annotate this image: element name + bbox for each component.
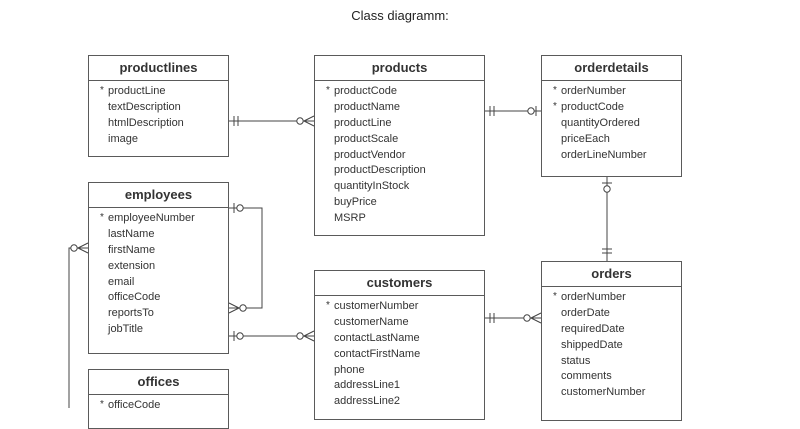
field-list: orderNumberproductCodequantityOrdered pri…: [542, 81, 681, 163]
crowfoot-mark: [303, 120, 315, 127]
primary-key-field: productLine: [89, 83, 228, 100]
entity-title: offices: [89, 370, 228, 395]
primary-key-field: productCode: [315, 83, 484, 100]
entity-field: firstName: [108, 243, 156, 256]
entity-field: quantityOrdered: [561, 116, 640, 129]
relationship-products-orderdetails: [485, 106, 541, 116]
entity-field: htmlDescription: [108, 116, 184, 129]
relationship-employees-customers: [229, 330, 315, 342]
primary-key-field: employeeNumber: [89, 210, 228, 227]
entity-field: reportsTo: [108, 307, 154, 320]
entity-field: quantityInStock: [334, 180, 410, 193]
entity-title: customers: [315, 271, 484, 296]
entity-field: comments: [561, 370, 612, 383]
entity-field: requiredDate: [561, 322, 625, 335]
relationship-employees-self: [228, 203, 263, 314]
entity-field: priceEach: [561, 132, 610, 145]
diagram-caption: Class diagramm:: [351, 8, 449, 23]
entity-field: productName: [334, 100, 401, 113]
entity-field: addressLine2: [334, 395, 401, 408]
entity-field: MSRP: [334, 212, 366, 225]
entity-field: productDescription: [334, 164, 426, 177]
entity-field: jobTitle: [108, 323, 144, 336]
relationship-productlines-products: [229, 115, 315, 127]
entity-title: products: [315, 56, 484, 81]
entity-title: orders: [542, 262, 681, 287]
primary-key-field: customerNumber: [315, 298, 484, 315]
entity-field: productScale: [334, 132, 399, 145]
field-list: officeCode: [89, 395, 228, 414]
entity-orderdetails: orderdetails orderNumberproductCodequant…: [541, 55, 682, 177]
entity-field: textDescription: [108, 100, 181, 113]
relationship-orderdetails-orders: [602, 176, 612, 261]
crowfoot-mark: [303, 115, 315, 122]
entity-title: orderdetails: [542, 56, 681, 81]
primary-key-field: orderNumber: [542, 289, 681, 306]
entity-field: productVendor: [334, 148, 406, 161]
entity-field: contactFirstName: [334, 347, 421, 360]
entity-title: employees: [89, 183, 228, 208]
entity-field: image: [108, 132, 138, 145]
entity-field: email: [108, 275, 135, 288]
relationship-customers-orders: [485, 312, 542, 324]
primary-key-field: orderNumber: [542, 83, 681, 100]
entity-field: phone: [334, 363, 365, 376]
entity-field: contactLastName: [334, 331, 420, 344]
entity-title: productlines: [89, 56, 228, 81]
entity-field: shippedDate: [561, 338, 623, 351]
entity-offices: offices officeCode: [88, 369, 229, 429]
entity-field: addressLine1: [334, 379, 401, 392]
entity-field: customerName: [334, 315, 409, 328]
primary-key-field: productCode: [542, 99, 681, 116]
entity-field: lastName: [108, 227, 155, 240]
entity-field: orderLineNumber: [561, 148, 647, 161]
entity-field: status: [561, 354, 591, 367]
relationship-lines: [68, 106, 612, 408]
entity-field: officeCode: [108, 291, 161, 304]
entity-field: productLine: [334, 116, 392, 129]
entity-field: customerNumber: [561, 386, 646, 399]
relationship-offices-employees: [68, 242, 89, 408]
entity-field: extension: [108, 259, 156, 272]
zero-mark: [296, 117, 304, 125]
entity-field: orderDate: [561, 306, 610, 319]
primary-key-field: officeCode: [89, 397, 228, 414]
entity-field: buyPrice: [334, 196, 377, 209]
